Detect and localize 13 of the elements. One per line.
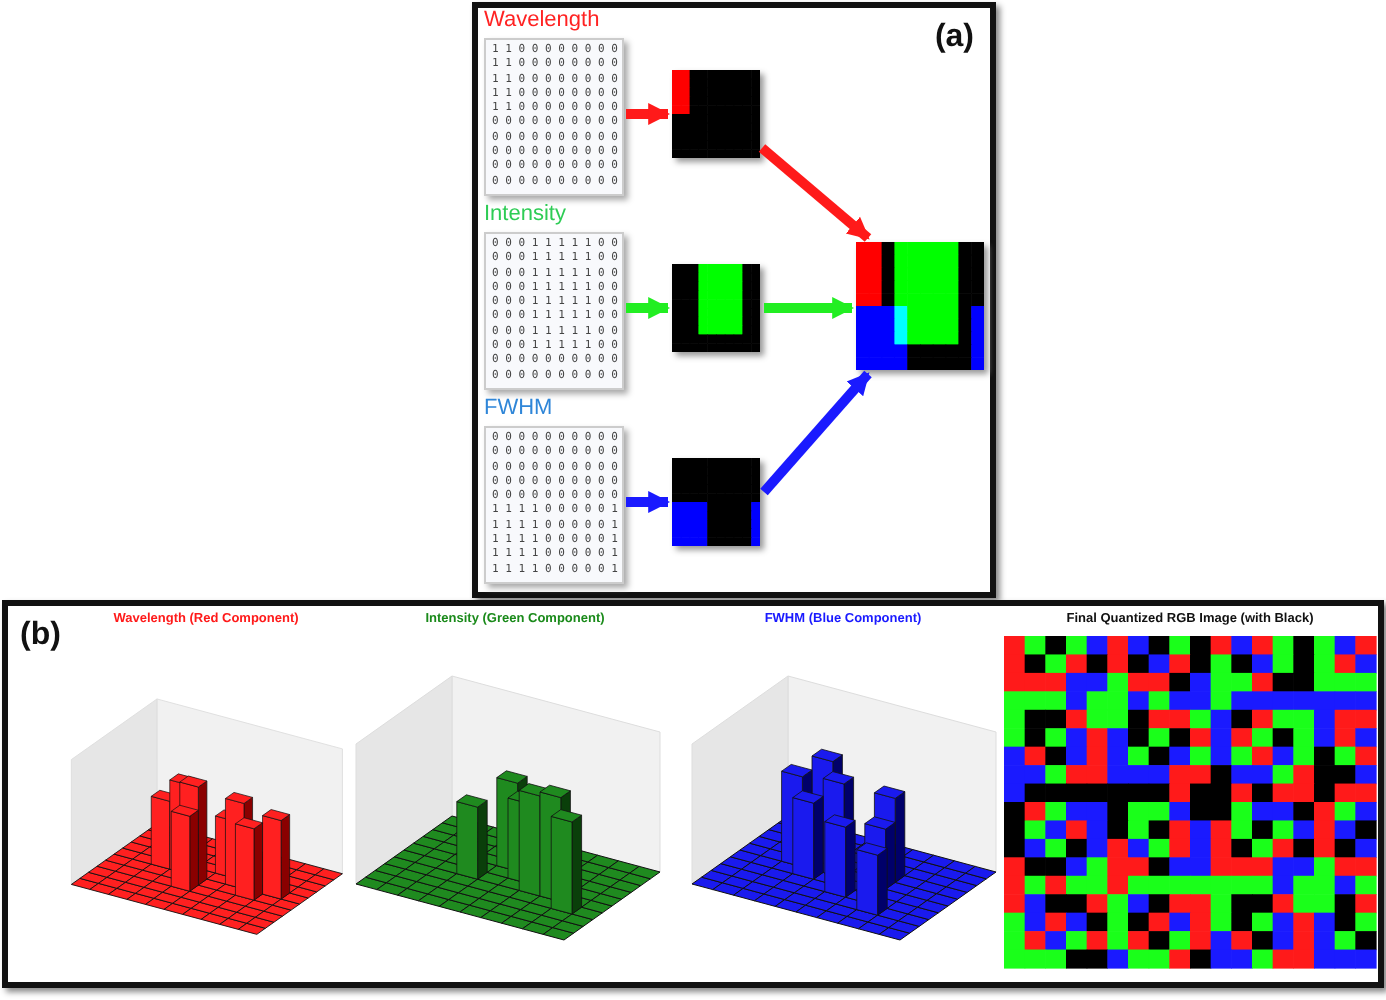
arrow <box>626 297 671 319</box>
panel-frame <box>472 2 996 598</box>
arrow <box>626 491 671 513</box>
arrow <box>764 297 855 319</box>
panel-frame <box>2 600 1384 988</box>
panel-label: (a) <box>934 20 974 56</box>
arrow <box>758 144 872 242</box>
arrow <box>626 103 671 125</box>
panel-label: (b) <box>20 618 61 654</box>
arrow <box>760 370 872 496</box>
matrix-title: Intensity <box>484 202 566 226</box>
matrix-title: Wavelength <box>484 8 600 32</box>
matrix-title: FWHM <box>484 396 553 420</box>
